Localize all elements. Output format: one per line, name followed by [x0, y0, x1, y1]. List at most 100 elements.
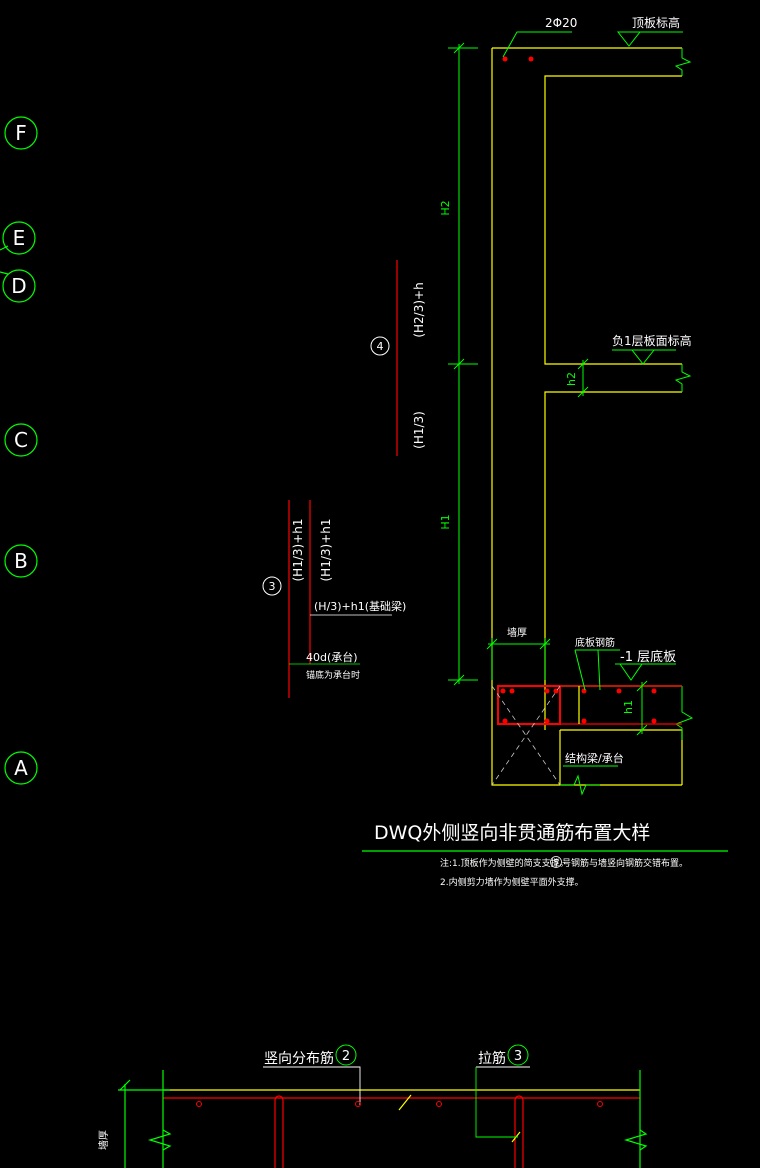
detail-title: DWQ外侧竖向非贯通筋布置大样	[374, 822, 650, 844]
axis-bubbles	[0, 116, 38, 785]
bar-3-bubble	[262, 576, 282, 596]
break-symbol	[560, 774, 600, 796]
dim-tick	[577, 358, 589, 370]
axis-label-d: D	[11, 274, 26, 298]
rebar-dot	[528, 56, 534, 62]
level-triangle-b1	[630, 349, 656, 365]
rebar-dot	[509, 688, 515, 694]
rebar-dot	[651, 688, 657, 694]
note-circle	[550, 856, 562, 868]
dim-tick	[539, 638, 551, 650]
bar-4-id: 4	[377, 340, 384, 353]
bar-4-upper-length: (H2/3)+h	[412, 282, 426, 337]
dimensions	[448, 42, 648, 736]
axis-label-a: A	[14, 756, 28, 780]
axis-bubble-f	[4, 116, 38, 150]
axis-label-c: C	[14, 428, 28, 452]
level-triangle-base	[619, 663, 643, 681]
dim-tick	[119, 1079, 131, 1091]
label-wall-thickness-bottom: 墙厚	[97, 1130, 110, 1150]
note-circle-id: 5	[553, 858, 558, 867]
dim-tick	[636, 724, 648, 736]
rebar-dot	[544, 688, 550, 694]
dim-tick	[636, 680, 648, 692]
label-b1-base-slab: -1 层底板	[620, 649, 676, 665]
bar-3-length-a: (H1/3)+h1	[291, 519, 305, 582]
label-b1-floor-level: 负1层板面标高	[612, 333, 692, 348]
note-1b: 号钢筋与墙竖向钢筋交错布置。	[562, 857, 688, 869]
label-wall-thickness: 墙厚	[507, 626, 527, 639]
wall-rebar	[497, 685, 682, 725]
leaders	[502, 31, 683, 767]
axis-label-e: E	[13, 226, 26, 250]
axis-bubble-a	[4, 751, 38, 785]
bar-4-annotation	[370, 260, 398, 456]
leader-tie	[475, 1067, 518, 1138]
label-tie: 拉筋	[478, 1050, 506, 1067]
wall-inner-face-upper	[544, 75, 682, 365]
rebar-dot	[502, 718, 508, 724]
bar-3-annotation	[262, 500, 392, 698]
dim-text-small-h1: h1	[622, 700, 635, 714]
dim-tick	[453, 42, 465, 54]
axis-bubble-e	[2, 221, 36, 255]
rebar-dot	[355, 1101, 361, 1107]
axis-leader	[0, 245, 9, 251]
break-symbol	[623, 1129, 648, 1151]
break-symbol	[147, 1129, 172, 1151]
bar-3-id: 3	[269, 580, 276, 593]
rebar-dot	[436, 1101, 442, 1107]
wall-outline	[491, 47, 683, 786]
wall-outer-face	[491, 48, 682, 786]
rebar-dot	[581, 688, 587, 694]
rebar-dot	[544, 718, 550, 724]
bar-3-note: 锚底为承台时	[306, 669, 360, 681]
break-symbol	[674, 686, 694, 740]
rebar-dot	[616, 688, 622, 694]
break-symbol	[674, 48, 692, 76]
rebar-dot	[651, 718, 657, 724]
label-top-rebar: 2Φ20	[545, 16, 577, 30]
rebar-hook	[514, 1095, 524, 1101]
break-symbols	[560, 48, 694, 796]
dim-tick	[486, 638, 498, 650]
dim-text-h1: H1	[439, 514, 452, 529]
dim-tick	[453, 358, 465, 370]
bar-4-bubble	[370, 336, 390, 356]
beam-stirrup	[497, 685, 561, 725]
axis-bubble-d	[2, 269, 36, 303]
dim-tick	[577, 386, 589, 398]
leader-base-rebar-2	[597, 649, 601, 691]
rebar-dot	[196, 1101, 202, 1107]
axis-leader	[0, 271, 9, 275]
label-base-rebar: 底板钢筋	[575, 636, 615, 649]
note-1: 注:1.顶板作为侧壁的简支支撑。	[440, 857, 569, 869]
tie-id: 3	[514, 1049, 522, 1064]
leader-top-rebar	[502, 31, 572, 58]
rebar-dot	[500, 688, 506, 694]
dim-text-h2: H2	[439, 200, 452, 215]
rebar-dot	[581, 718, 587, 724]
label-vertical-rebar: 竖向分布筋	[264, 1050, 334, 1067]
bar-3-length-d: 40d(承台)	[306, 650, 358, 664]
hatch-line	[491, 685, 561, 786]
leader-base-rebar-1	[574, 649, 586, 691]
tie-mark	[398, 1094, 412, 1111]
axis-bubble-c	[4, 423, 38, 457]
dim-text-small-h2: h2	[565, 372, 578, 386]
hatch-line	[491, 685, 561, 786]
dim-tick	[453, 674, 465, 686]
note-2: 2.内侧剪力墙作为侧壁平面外支撑。	[440, 876, 584, 888]
axis-bubble-b	[4, 544, 38, 578]
axis-label-f: F	[15, 121, 27, 145]
bar-3-length-b: (H1/3)+h1	[319, 519, 333, 582]
rebar-hook	[274, 1095, 284, 1101]
bar-4-lower-length: (H1/3)	[412, 411, 426, 449]
label-roof-level: 顶板标高	[632, 15, 680, 30]
vertical-rebar-id: 2	[342, 1049, 350, 1064]
bottom-rebar-dots	[196, 1101, 603, 1107]
bar-3-length-c: (H/3)+h1(基础梁)	[314, 599, 406, 613]
label-beam-cap: 结构梁/承台	[565, 751, 624, 765]
rebar-dot	[502, 56, 508, 62]
